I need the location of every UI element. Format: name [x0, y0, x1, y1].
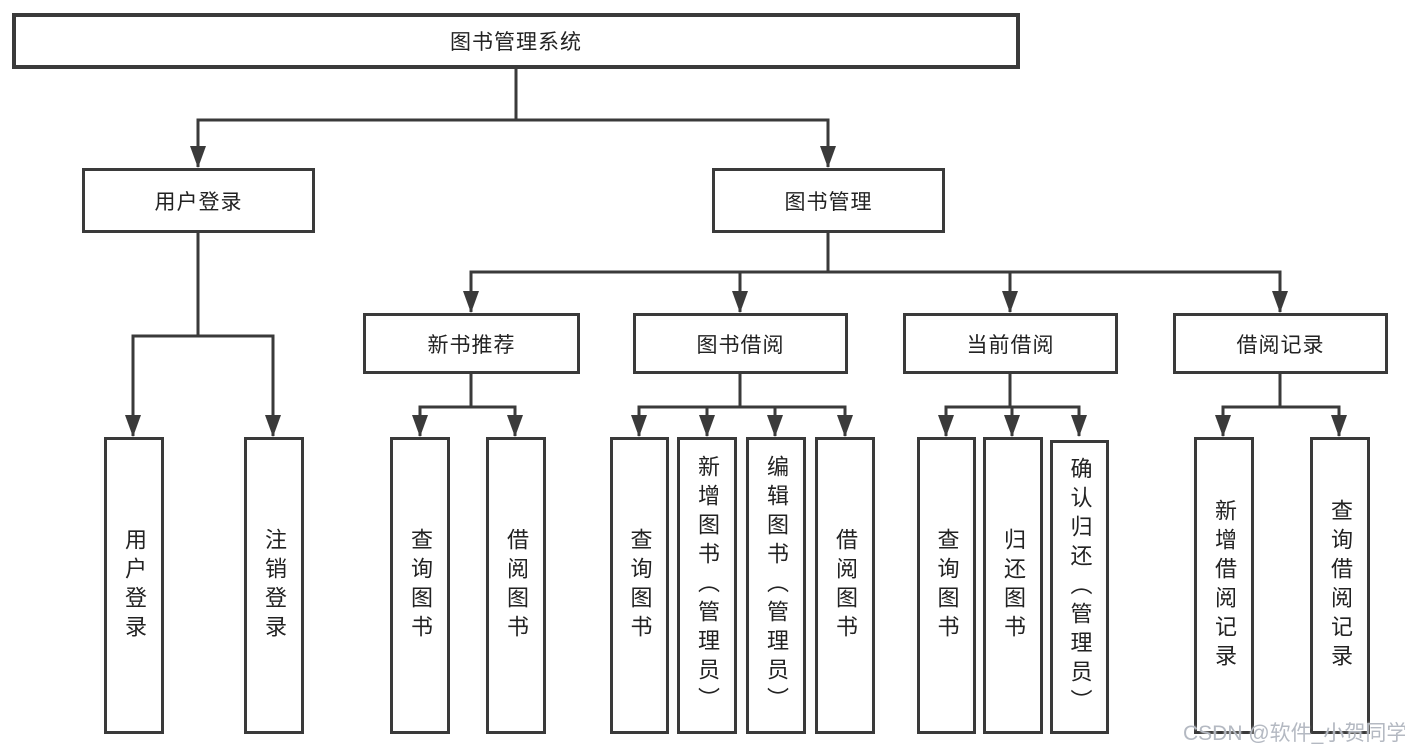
node-user-login-label: 用户登录 [154, 190, 243, 214]
node-confirm-return-admin: 确认归还（管理员） [1050, 440, 1109, 734]
node-library-system: 图书管理系统 [12, 13, 1020, 69]
node-logout-leaf-label: 注销登录 [262, 527, 287, 644]
node-return-books: 归还图书 [983, 437, 1043, 734]
node-book-management: 图书管理 [712, 168, 945, 233]
node-query-books-borrow: 查询图书 [610, 437, 669, 734]
arrowheads [125, 146, 1347, 437]
node-current-borrow-label: 当前借阅 [966, 333, 1055, 357]
node-current-borrow: 当前借阅 [903, 313, 1118, 374]
node-borrow-records-label: 借阅记录 [1236, 333, 1325, 357]
node-borrow-books-leaf: 借阅图书 [815, 437, 875, 734]
node-edit-books-admin: 编辑图书（管理员） [746, 437, 806, 734]
node-add-books-admin-label: 新增图书（管理员） [695, 455, 720, 716]
node-book-borrow-label: 图书借阅 [696, 333, 785, 357]
node-return-books-label: 归还图书 [1001, 527, 1026, 644]
node-book-borrow: 图书借阅 [633, 313, 848, 374]
csdn-watermark: CSDN @软件_小贺同学 [1183, 722, 1405, 745]
node-user-login-leaf-label: 用户登录 [122, 527, 147, 644]
node-add-borrow-record: 新增借阅记录 [1194, 437, 1254, 734]
connector-book-borrow-branch [637, 373, 847, 436]
node-new-book-recommend-label: 新书推荐 [427, 333, 516, 357]
node-logout-leaf: 注销登录 [244, 437, 304, 734]
node-edit-books-admin-label: 编辑图书（管理员） [764, 455, 789, 716]
connector-book-management-branch [469, 232, 1282, 312]
node-query-books-current-label: 查询图书 [934, 527, 960, 644]
node-query-borrow-record-label: 查询借阅记录 [1328, 498, 1353, 673]
connector-borrow-records-branch [1221, 373, 1341, 436]
connector-new-book-branch [418, 373, 517, 436]
connector-root-branch [196, 68, 830, 167]
node-borrow-books-leaf-label: 借阅图书 [833, 527, 858, 644]
node-book-management-label: 图书管理 [784, 190, 873, 214]
node-add-books-admin: 新增图书（管理员） [677, 437, 737, 734]
node-query-books-recommend: 查询图书 [390, 437, 450, 734]
node-borrow-books-recommend-label: 借阅图书 [504, 527, 529, 644]
node-query-books-recommend-label: 查询图书 [408, 527, 433, 644]
node-user-login-leaf: 用户登录 [104, 437, 164, 734]
node-query-books-borrow-label: 查询图书 [627, 527, 653, 644]
node-new-book-recommend: 新书推荐 [363, 313, 580, 374]
node-user-login: 用户登录 [82, 168, 315, 233]
node-library-system-label: 图书管理系统 [450, 31, 582, 54]
node-confirm-return-admin-label: 确认归还（管理员） [1067, 456, 1093, 718]
connector-user-login-branch [131, 232, 275, 436]
node-query-books-current: 查询图书 [917, 437, 976, 734]
node-query-borrow-record: 查询借阅记录 [1310, 437, 1370, 734]
node-add-borrow-record-label: 新增借阅记录 [1212, 498, 1237, 673]
node-borrow-records: 借阅记录 [1173, 313, 1388, 374]
node-borrow-books-recommend: 借阅图书 [486, 437, 546, 734]
